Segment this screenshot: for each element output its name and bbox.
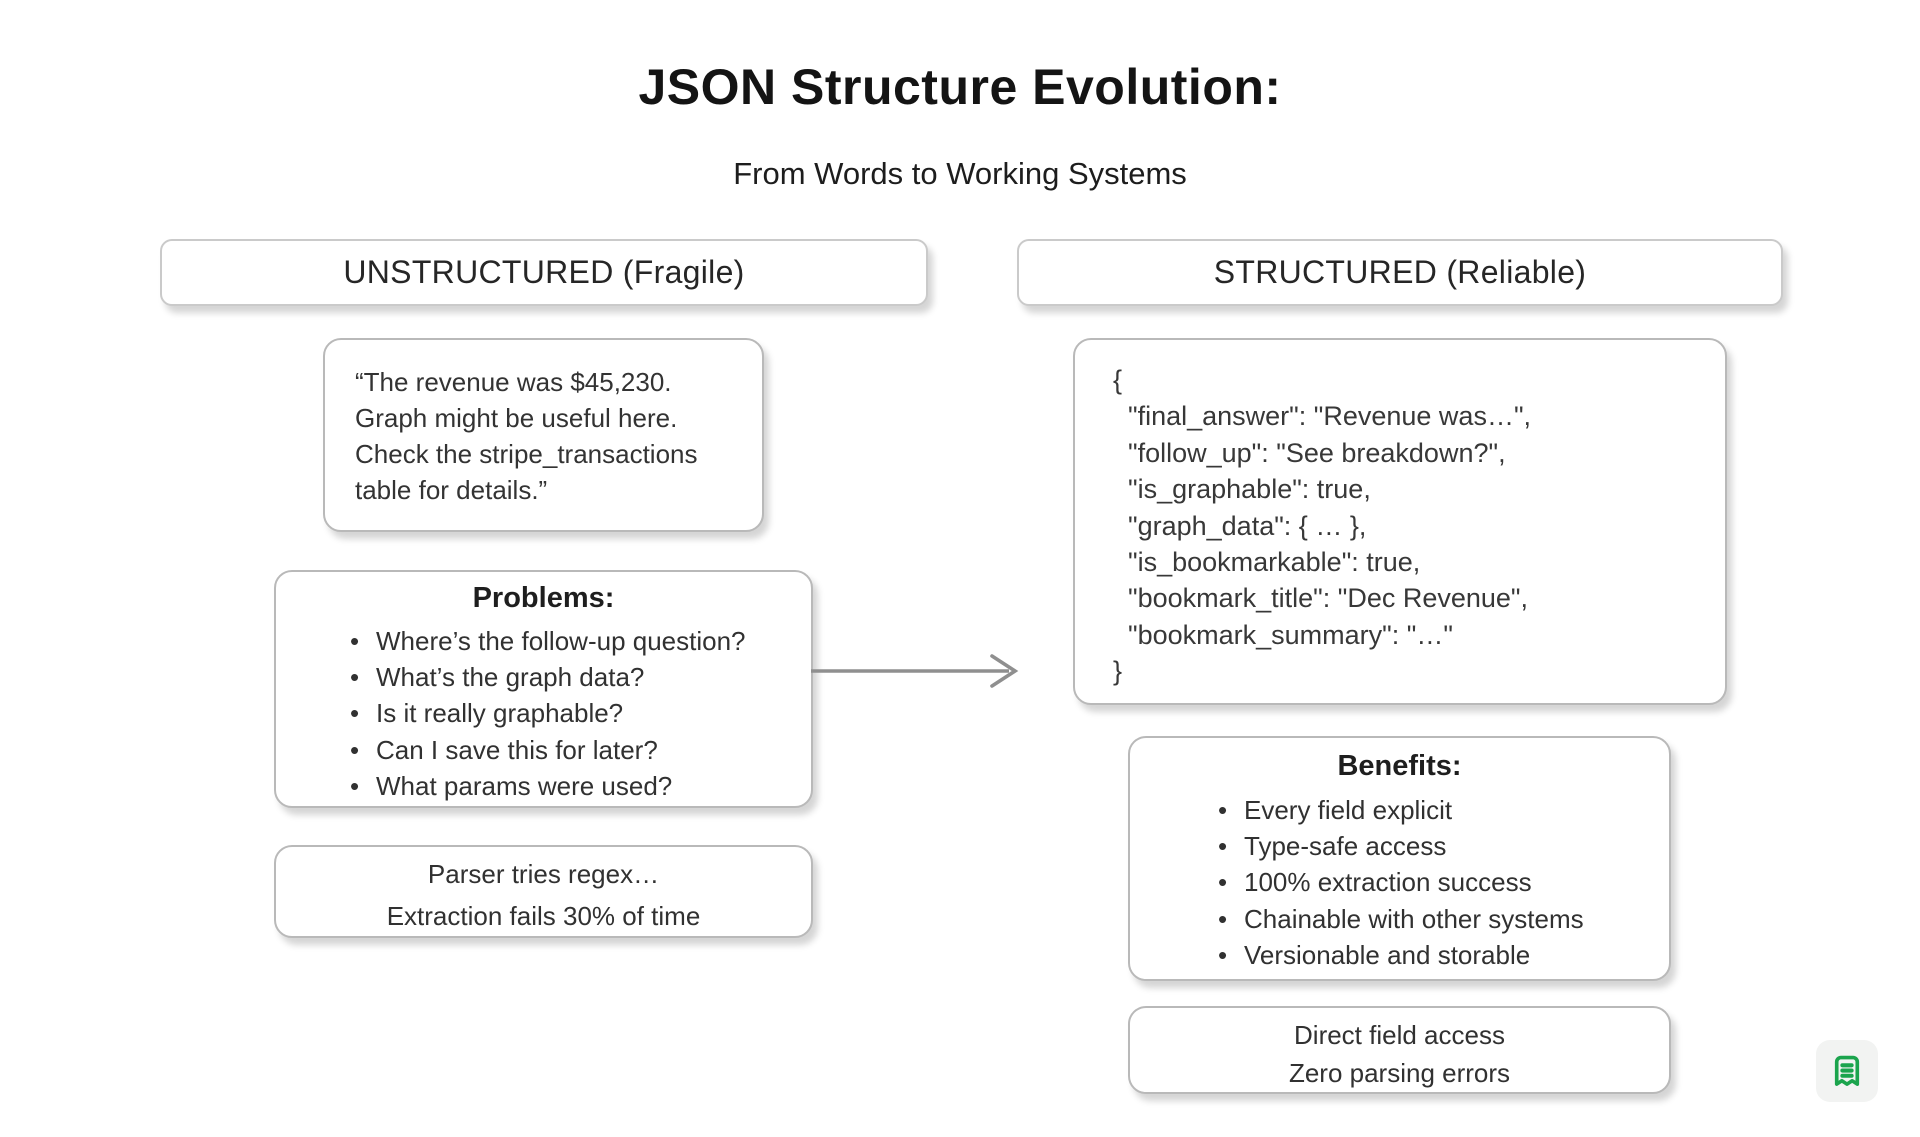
quote-line: table for details.” (355, 475, 548, 505)
code-line: "graph_data": { … }, (1113, 510, 1367, 541)
bullet-icon: • (1218, 903, 1228, 934)
list-item: • Chainable with other systems (1218, 901, 1669, 937)
structured-result-box: Direct field access Zero parsing errors (1128, 1006, 1671, 1094)
benefits-title: Benefits: (1337, 750, 1462, 782)
receipt-icon (1834, 1055, 1860, 1086)
unstructured-quote-box: “The revenue was $45,230. Graph might be… (323, 338, 764, 532)
bullet-icon: • (350, 626, 360, 656)
list-item-label: 100% extraction success (1244, 867, 1532, 898)
result-line: Zero parsing errors (1288, 1058, 1511, 1088)
result-line: Parser tries regex… (427, 859, 660, 889)
benefits-list: •Every field explicit •Type-safe access … (1130, 792, 1669, 973)
list-item: • What params were used? (350, 768, 811, 804)
list-item-label: Where’s the follow-up question? (376, 626, 746, 656)
bullet-icon: • (350, 698, 360, 729)
list-item-label: Can I save this for later? (376, 734, 658, 765)
benefits-box: Benefits: • Every field explicit • Type-sa… (1128, 736, 1671, 981)
result-line: Direct field access (1294, 1020, 1505, 1050)
code-line: "bookmark_summary": "…" (1113, 619, 1453, 650)
page-subtitle: From Words to Working Systems (733, 156, 1187, 191)
code-line: "is_bookmarkable": true, (1113, 547, 1421, 578)
quote-line: Check the stripe_transactions (355, 439, 698, 469)
list-item-label: Every field explicit (1244, 795, 1453, 825)
list-item-label: Is it really graphable? (376, 698, 624, 729)
bullet-icon: • (1218, 867, 1228, 898)
receipt-widget-button[interactable] (1816, 1040, 1878, 1102)
code-line: "is_graphable": true, (1113, 474, 1371, 505)
list-item: • Is it really graphable? (350, 695, 811, 731)
bullet-icon: • (1218, 939, 1228, 970)
list-item: • Type-safe access (1218, 828, 1669, 864)
column-header-unstructured-label: UNSTRUCTURED (Fragile) (343, 254, 745, 290)
problems-list: • Where’s the follow-up question? • What’s… (276, 623, 811, 804)
bullet-icon: • (350, 662, 360, 693)
list-item-label: Chainable with other systems (1244, 903, 1584, 934)
problems-box: Problems: • Where’s the follow-up questio… (274, 570, 813, 808)
list-item: • 100% extraction success (1218, 864, 1669, 900)
code-line: "follow_up": "See breakdown?", (1113, 437, 1506, 468)
code-line: } (1113, 656, 1123, 687)
code-line: { (1113, 365, 1123, 395)
bullet-icon: • (1218, 831, 1228, 862)
list-item-label: Type-safe access (1244, 831, 1447, 862)
bullet-icon: • (350, 770, 360, 801)
code-line: "final_answer": "Revenue was…", (1113, 401, 1532, 432)
list-item-label: What’s the graph data? (376, 662, 645, 693)
bullet-icon: • (1218, 795, 1228, 825)
list-item: • Can I save this for later? (350, 732, 811, 768)
list-item: • What’s the graph data? (350, 659, 811, 695)
quote-line: “The revenue was $45,230. (355, 367, 672, 397)
bullet-icon: • (350, 734, 360, 765)
flow-arrow-icon (811, 654, 1019, 688)
column-header-structured-label: STRUCTURED (Reliable) (1213, 254, 1587, 290)
column-header-structured: STRUCTURED (Reliable) (1017, 239, 1783, 306)
unstructured-result-box: Parser tries regex… Extraction fails 30%… (274, 845, 813, 938)
problems-title: Problems: (472, 582, 615, 614)
column-header-unstructured: UNSTRUCTURED (Fragile) (160, 239, 928, 306)
list-item: • Where’s the follow-up question? (350, 623, 811, 659)
code-line: "bookmark_title": "Dec Revenue", (1113, 583, 1529, 614)
structured-json-box: { "final_answer": "Revenue was…", "follo… (1073, 338, 1727, 705)
list-item: • Every field explicit (1218, 792, 1669, 828)
list-item-label: What params were used? (376, 770, 673, 801)
result-line: Extraction fails 30% of time (386, 901, 701, 931)
list-item-label: Versionable and storable (1244, 939, 1531, 970)
page-title: JSON Structure Evolution: (638, 59, 1282, 115)
quote-line: Graph might be useful here. (355, 403, 678, 433)
list-item: • Versionable and storable (1218, 937, 1669, 973)
